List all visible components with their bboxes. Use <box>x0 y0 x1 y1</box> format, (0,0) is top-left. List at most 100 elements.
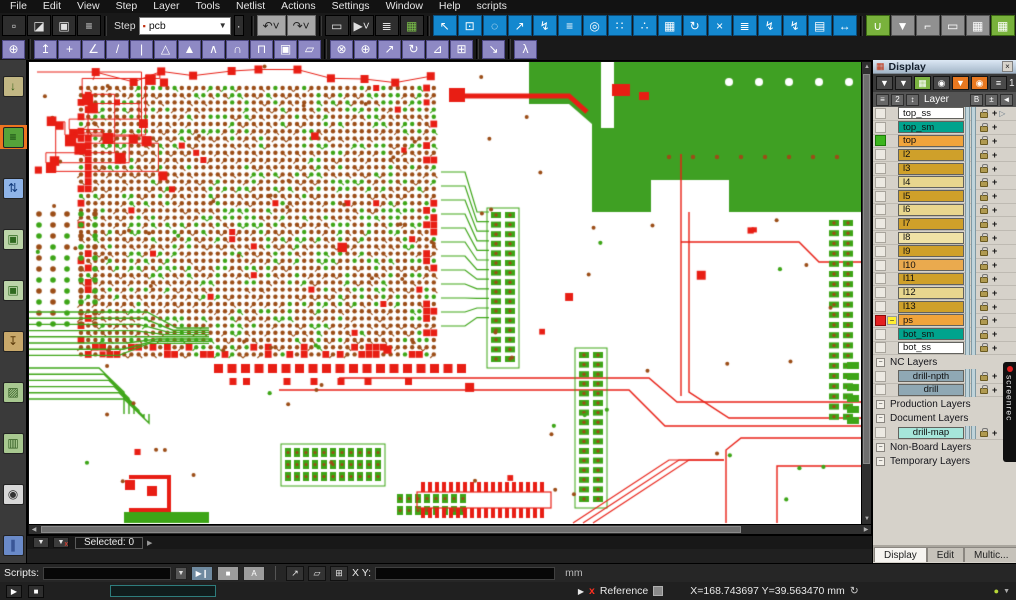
plus-minus-icon[interactable]: ± <box>985 93 998 106</box>
tools-icon[interactable]: ▼ <box>952 76 969 90</box>
lock-icon[interactable] <box>980 329 988 339</box>
layer-name[interactable]: l4 <box>898 176 964 189</box>
net-flash-button[interactable]: ↯ <box>757 15 782 36</box>
expand-arrow-icon[interactable]: ▶ <box>147 539 153 547</box>
sidebar-item-layers[interactable]: ≡ <box>0 125 27 149</box>
net-compare-button[interactable]: ↯ <box>782 15 807 36</box>
lock-icon[interactable] <box>980 274 988 284</box>
layer-name[interactable]: ps <box>898 314 964 327</box>
layer-visibility-checkbox[interactable] <box>875 427 886 438</box>
add-icon[interactable]: + <box>992 371 998 382</box>
layer-row-l13[interactable]: l13+ <box>873 299 1016 314</box>
layer-name[interactable]: l7 <box>898 217 964 230</box>
scroll-right-icon[interactable]: ▶ <box>863 527 869 533</box>
layer-row-top_sm[interactable]: top_sm+ <box>873 120 1016 135</box>
layer-row-l2[interactable]: l2+ <box>873 147 1016 163</box>
updown-icon[interactable]: ↕ <box>906 93 919 106</box>
collapse-icon[interactable]: − <box>876 358 885 368</box>
layer-visibility-checkbox[interactable] <box>875 176 886 188</box>
collapse-icon[interactable]: − <box>876 400 885 410</box>
layer-name[interactable]: drill-npth <box>898 370 964 383</box>
menu-edit[interactable]: Edit <box>42 0 62 12</box>
arc-button[interactable]: λ <box>514 39 537 59</box>
mirror-button[interactable]: ⊿ <box>426 39 449 59</box>
step-split-button[interactable]: · <box>233 15 244 36</box>
layer-visibility-checkbox[interactable] <box>875 163 886 175</box>
layer-row-top[interactable]: top+ <box>873 134 1016 149</box>
snap-magnet-button[interactable]: ∪ <box>865 15 890 36</box>
layer-name[interactable]: drill-map <box>898 426 964 439</box>
add-icon[interactable]: + <box>992 273 998 284</box>
add-pad-button[interactable]: ⊕ <box>2 39 25 59</box>
add-vline-button[interactable]: | <box>130 39 153 59</box>
layer-row-bot_sm[interactable]: bot_sm+ <box>873 327 1016 342</box>
xy-input[interactable] <box>375 566 556 580</box>
lock-icon[interactable] <box>980 315 988 325</box>
grid-icon[interactable]: ⊞ <box>330 565 349 581</box>
add-icon[interactable]: + <box>992 342 998 353</box>
visibility-icon[interactable]: ◉ <box>971 76 988 90</box>
select-scatter-button[interactable]: ∴ <box>632 15 657 36</box>
layer-visibility-checkbox[interactable] <box>875 204 886 216</box>
select-grid-button[interactable]: ▦ <box>657 15 682 36</box>
layer-name[interactable]: top_sm <box>898 121 964 134</box>
rotate-button[interactable]: ↻ <box>402 39 425 59</box>
add-icon[interactable]: + <box>992 108 998 119</box>
refresh-icon[interactable]: ↻ <box>849 585 859 597</box>
select-stack-button[interactable]: ≡ <box>557 15 582 36</box>
menu-step[interactable]: Step <box>115 0 138 12</box>
menu-help[interactable]: Help <box>438 0 461 12</box>
run-flow-button[interactable]: ▶˅ <box>349 15 374 36</box>
layer-visibility-checkbox[interactable] <box>875 328 886 340</box>
lock-icon[interactable] <box>980 288 988 298</box>
add-slash-button[interactable]: / <box>106 39 129 59</box>
layer-name[interactable]: top <box>898 134 964 147</box>
layer-visibility-checkbox[interactable] <box>875 245 886 257</box>
add-icon[interactable]: + <box>992 329 998 340</box>
select-list-button[interactable]: ∷ <box>607 15 632 36</box>
net-table-button[interactable]: ≣ <box>732 15 757 36</box>
layer-row-ps[interactable]: −ps+ <box>873 313 1016 328</box>
chevron-down-icon[interactable]: ▼ <box>1003 587 1010 595</box>
add-angle-button[interactable]: ∠ <box>82 39 105 59</box>
select-vertex-button[interactable]: ↗ <box>507 15 532 36</box>
add-icon[interactable]: + <box>992 287 998 298</box>
measure-button[interactable]: ↔ <box>832 15 857 36</box>
duplicate-button[interactable]: ⊕ <box>354 39 377 59</box>
grid-edit-button[interactable]: ▦ <box>990 15 1015 36</box>
add-arch2-button[interactable]: ∩ <box>226 39 249 59</box>
lock-icon[interactable] <box>980 205 988 215</box>
stop-square-button[interactable]: ■ <box>28 584 44 598</box>
fill-grid-button[interactable]: ▦ <box>965 15 990 36</box>
lock-icon[interactable] <box>980 385 988 395</box>
pointer-icon[interactable]: ◄ <box>1000 93 1013 106</box>
lock-icon[interactable] <box>980 371 988 381</box>
lock-icon[interactable] <box>980 136 988 146</box>
add-icon[interactable]: + <box>992 384 998 395</box>
layer-name[interactable]: l3 <box>898 162 964 175</box>
horizontal-scrollbar[interactable]: ◀ ▶ <box>29 524 871 534</box>
highlight-net-button[interactable]: ↯ <box>532 15 557 36</box>
layer-row-drill-npth[interactable]: drill-npth + <box>873 369 1016 384</box>
menu-netlist[interactable]: Netlist <box>235 0 266 12</box>
add-crosshair-button[interactable]: + <box>58 39 81 59</box>
scripts-input[interactable] <box>43 566 172 580</box>
delete-button[interactable]: ⊗ <box>330 39 353 59</box>
layer-name[interactable]: l9 <box>898 245 964 258</box>
layer-row-drill-map[interactable]: drill-map+ <box>873 425 1016 440</box>
select-reference-button[interactable]: ↻ <box>682 15 707 36</box>
screen-preview-button[interactable]: ▭ <box>324 15 349 36</box>
add-icon[interactable]: + <box>992 177 998 188</box>
scroll-up-icon[interactable]: ▲ <box>864 64 870 70</box>
layer-row-l12[interactable]: l12+ <box>873 285 1016 301</box>
layer-visibility-checkbox[interactable] <box>875 218 886 230</box>
layer-name[interactable]: bot_ss <box>898 341 964 354</box>
play-button[interactable]: ▶ <box>6 584 22 598</box>
screenrec-overlay[interactable]: screenrec <box>1003 362 1016 462</box>
select-pointer-button[interactable]: ↖ <box>432 15 457 36</box>
select-lasso-button[interactable]: ◌ <box>482 15 507 36</box>
filter-icon[interactable]: ▼ <box>876 76 893 90</box>
layer-row-drill[interactable]: drill+ <box>873 383 1016 398</box>
menu-window[interactable]: Window <box>385 0 423 12</box>
menu-tools[interactable]: Tools <box>195 0 220 12</box>
